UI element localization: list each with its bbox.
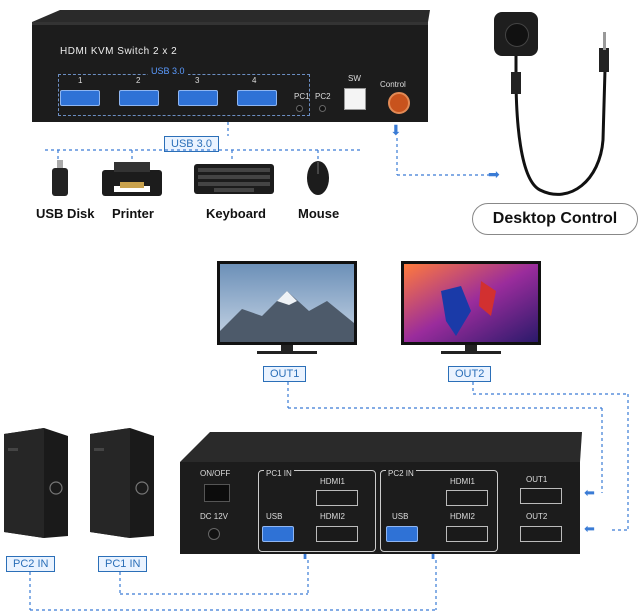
hdmi1-label: HDMI1 [320,477,345,486]
desktop-control-label-box: Desktop Control [472,203,638,235]
control-label: Control [380,80,406,89]
out2-port[interactable] [520,526,562,542]
pc2-in-group [380,470,498,552]
out1-tag: OUT1 [263,366,307,382]
control-port[interactable] [388,92,410,114]
arrow-down-icon: ⬇ [390,122,402,138]
switch-button[interactable] [344,88,366,110]
dc-label: DC 12V [200,512,229,521]
hdmi1-label: HDMI1 [450,477,475,486]
desktop-control-cable [511,32,609,196]
port-number: 2 [136,76,141,85]
pc1-hdmi2-port[interactable] [316,526,358,542]
power-switch[interactable] [204,484,230,502]
pc2-hdmi2-port[interactable] [446,526,488,542]
pc1-in-tag: PC1 IN [98,556,148,572]
pc2-led [319,105,326,112]
arrow-left-icon: ⬅ [584,485,595,500]
device-title: HDMI KVM Switch 2 x 2 [60,46,178,57]
out2-label: OUT2 [526,512,548,521]
usb-zone-label: USB 3.0 [148,66,188,76]
pc2-label: PC2 [315,92,331,101]
peripheral-label: Mouse [298,206,340,221]
desktop-control-label: Desktop Control [492,210,618,227]
port-number: 4 [252,76,257,85]
pc2-in-tag: PC2 IN [6,556,56,572]
usb-disk-icon [50,160,70,203]
pc2-usb-port[interactable] [386,526,418,542]
pc2-in-group-label: PC2 IN [386,469,416,478]
pc1-usb-port[interactable] [262,526,294,542]
hdmi2-label: HDMI2 [320,512,345,521]
pc1-in-group [258,470,376,552]
desktop-control-puck [494,12,538,56]
pc2-tower [4,428,68,538]
out1-label: OUT1 [526,475,548,484]
out2-tag: OUT2 [448,366,492,382]
peripheral-label: Printer [112,206,154,221]
pc1-tower [90,428,154,538]
pc2-hdmi1-port[interactable] [446,490,488,506]
port-number: 1 [78,76,83,85]
keyboard-icon [194,162,276,201]
dc-jack[interactable] [208,528,220,540]
pc1-in-group-label: PC1 IN [264,469,294,478]
top-kvm-device: HDMI KVM Switch 2 x 2 USB 3.0 1 2 3 4 PC… [30,8,430,123]
mouse-icon [305,160,331,201]
arrow-up-icon: ⬆ [300,548,311,562]
arrow-up-icon: ⬆ [428,548,439,562]
peripheral-label: Keyboard [206,206,266,221]
usb-port-2[interactable] [119,90,159,106]
arrow-left-icon: ⬅ [584,521,595,536]
monitor-2 [401,261,541,357]
arrow-right-icon: ➡ [488,166,500,182]
monitor-1 [217,261,357,357]
usb-port-4[interactable] [237,90,277,106]
usb-port-3[interactable] [178,90,218,106]
printer-icon [100,160,164,205]
pc1-label: PC1 [294,92,310,101]
usb-label: USB [266,512,283,521]
hdmi2-label: HDMI2 [450,512,475,521]
pc1-led [296,105,303,112]
kvm-back-panel: ON/OFF DC 12V PC1 IN HDMI1 USB HDMI2 PC2… [180,432,582,556]
out1-port[interactable] [520,488,562,504]
sw-label: SW [348,74,361,83]
usb-tag: USB 3.0 [164,136,219,152]
port-number: 3 [195,76,200,85]
pc1-hdmi1-port[interactable] [316,490,358,506]
peripheral-label: USB Disk [36,206,95,221]
on-off-label: ON/OFF [200,469,231,478]
usb-label: USB [392,512,409,521]
usb-port-1[interactable] [60,90,100,106]
